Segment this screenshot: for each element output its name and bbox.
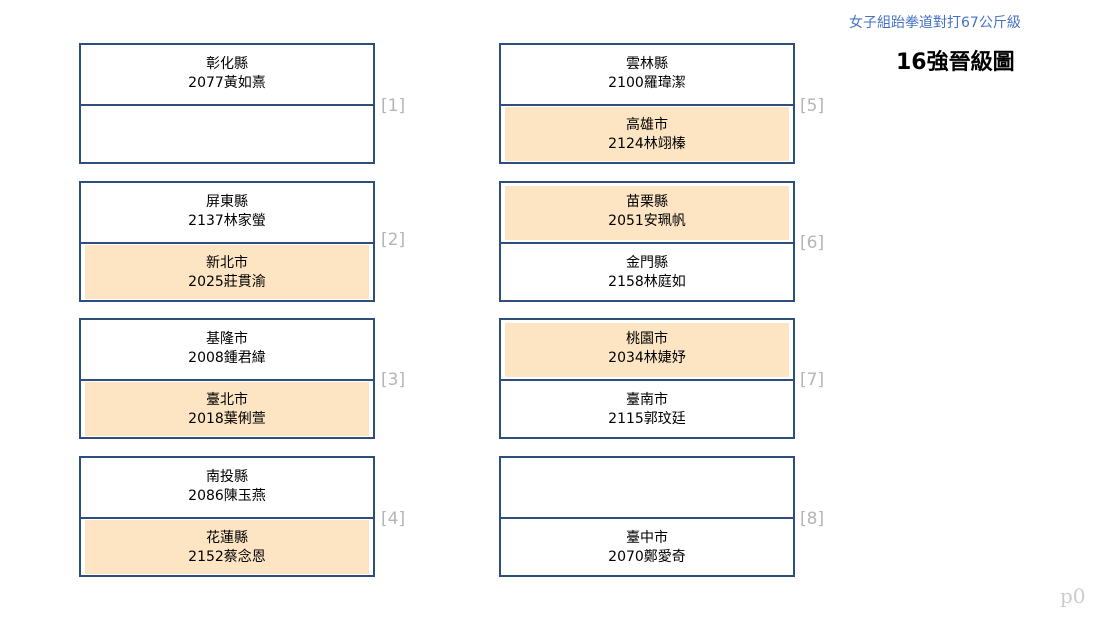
competitor-entry: 2137林家螢	[188, 213, 266, 230]
competitor-entry: 2025莊貫渝	[188, 273, 266, 290]
county-label: 臺北市	[206, 391, 248, 408]
match-number: [5]	[800, 96, 825, 116]
county-label: 南投縣	[206, 469, 248, 486]
page-label: p0	[1060, 584, 1086, 608]
competitor-slot-bottom: 金門縣 2158林庭如	[501, 244, 793, 303]
county-label: 雲林縣	[626, 56, 668, 73]
match-number: [4]	[381, 509, 406, 529]
competitor-entry: 2070鄭愛奇	[608, 548, 686, 565]
competitor-entry: 2018葉俐萱	[188, 410, 266, 427]
winner-highlight	[505, 106, 789, 161]
county-label: 基隆市	[206, 331, 248, 348]
match-box-7: 桃園市 2034林婕妤 臺南市 2115郭玟廷	[499, 318, 795, 439]
competitor-slot-top: 雲林縣 2100羅瑋潔	[501, 45, 793, 104]
competitor-slot-bottom: 臺中市 2070鄭愛奇	[501, 519, 793, 578]
county-label: 金門縣	[626, 254, 668, 271]
competitor-slot-bottom: 臺北市 2018葉俐萱	[81, 381, 373, 440]
competitor-entry: 2124林翊榛	[608, 135, 686, 152]
winner-highlight	[85, 381, 369, 436]
slot-divider	[501, 241, 793, 244]
county-label: 花蓮縣	[206, 529, 248, 546]
winner-highlight	[85, 244, 369, 299]
match-number: [2]	[381, 230, 406, 250]
event-subtitle: 女子組跆拳道對打67公斤級	[849, 15, 1021, 31]
slot-divider	[501, 378, 793, 381]
competitor-entry: 2077黃如熹	[188, 75, 266, 92]
match-number: [3]	[381, 370, 406, 390]
match-box-1: 彰化縣 2077黃如熹	[79, 43, 375, 164]
competitor-entry: 2115郭玟廷	[608, 410, 686, 427]
county-label: 高雄市	[626, 116, 668, 133]
competitor-slot-bottom: 高雄市 2124林翊榛	[501, 106, 793, 165]
county-label: 彰化縣	[206, 56, 248, 73]
county-label: 臺中市	[626, 529, 668, 546]
winner-highlight	[505, 186, 789, 240]
competitor-slot-bottom: 新北市 2025莊貫渝	[81, 244, 373, 303]
county-label: 新北市	[206, 254, 248, 271]
slot-divider	[501, 103, 793, 106]
match-number: [6]	[800, 233, 825, 253]
competitor-entry: 2008鍾君緯	[188, 350, 266, 367]
competitor-entry: 2086陳玉燕	[188, 488, 266, 505]
competitor-slot-bottom: 臺南市 2115郭玟廷	[501, 381, 793, 440]
competitor-slot-bottom: 花蓮縣 2152蔡念恩	[81, 519, 373, 578]
winner-highlight	[505, 323, 789, 377]
bracket-title: 16強晉級圖	[896, 50, 1015, 75]
county-label: 屏東縣	[206, 194, 248, 211]
slot-divider	[81, 516, 373, 519]
competitor-slot-top: 桃園市 2034林婕妤	[501, 320, 793, 379]
match-number: [7]	[800, 370, 825, 390]
competitor-slot-bottom	[81, 106, 373, 165]
county-label: 臺南市	[626, 391, 668, 408]
match-number: [8]	[800, 509, 825, 529]
competitor-slot-top: 苗栗縣 2051安珮帆	[501, 183, 793, 242]
match-box-5: 雲林縣 2100羅瑋潔 高雄市 2124林翊榛	[499, 43, 795, 164]
competitor-entry: 2100羅瑋潔	[608, 75, 686, 92]
competitor-slot-top: 屏東縣 2137林家螢	[81, 183, 373, 242]
match-box-4: 南投縣 2086陳玉燕 花蓮縣 2152蔡念恩	[79, 456, 375, 577]
slot-divider	[81, 378, 373, 381]
slot-divider	[81, 103, 373, 106]
winner-highlight	[85, 519, 369, 574]
competitor-slot-top	[501, 458, 793, 517]
county-label: 苗栗縣	[626, 194, 668, 211]
match-box-6: 苗栗縣 2051安珮帆 金門縣 2158林庭如	[499, 181, 795, 302]
competitor-slot-top: 彰化縣 2077黃如熹	[81, 45, 373, 104]
slot-divider	[501, 516, 793, 519]
county-label: 桃園市	[626, 331, 668, 348]
competitor-entry: 2158林庭如	[608, 273, 686, 290]
competitor-slot-top: 南投縣 2086陳玉燕	[81, 458, 373, 517]
match-number: [1]	[381, 96, 406, 116]
competitor-entry: 2051安珮帆	[608, 213, 686, 230]
match-box-2: 屏東縣 2137林家螢 新北市 2025莊貫渝	[79, 181, 375, 302]
competitor-entry: 2034林婕妤	[608, 350, 686, 367]
competitor-slot-top: 基隆市 2008鍾君緯	[81, 320, 373, 379]
competitor-entry: 2152蔡念恩	[188, 548, 266, 565]
slot-divider	[81, 241, 373, 244]
match-box-3: 基隆市 2008鍾君緯 臺北市 2018葉俐萱	[79, 318, 375, 439]
match-box-8: 臺中市 2070鄭愛奇	[499, 456, 795, 577]
